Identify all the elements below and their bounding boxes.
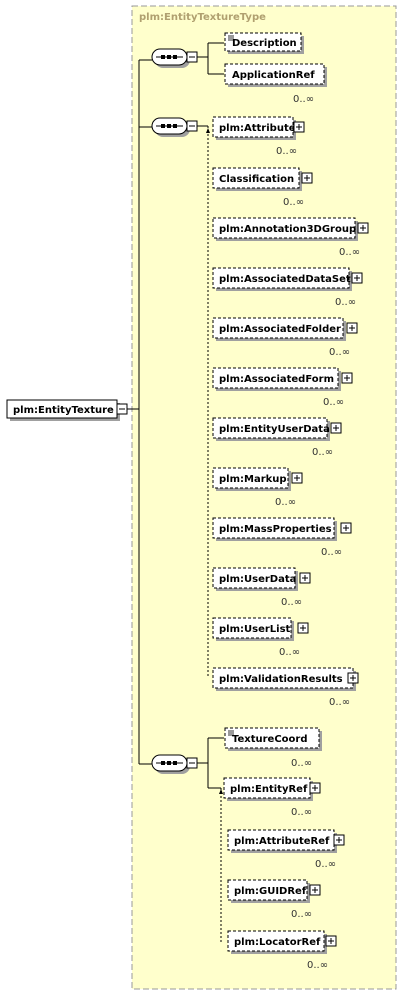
element-label: plm:UserList xyxy=(219,624,291,635)
cardinality-label: 0..∞ xyxy=(323,397,344,408)
element-label: plm:Annotation3DGroup xyxy=(219,224,356,235)
cardinality-label: 0..∞ xyxy=(339,247,360,258)
element-label: plm:EntityUserData xyxy=(219,424,330,435)
element-label: plm:Markup xyxy=(219,474,287,485)
element-label: plm:AttributeRef xyxy=(234,836,330,847)
cardinality-label: 0..∞ xyxy=(312,447,333,458)
element-validationresults[interactable]: plm:ValidationResults 0..∞ xyxy=(212,667,359,708)
cardinality-label: 0..∞ xyxy=(307,960,328,971)
cardinality-label: 0..∞ xyxy=(276,146,297,157)
element-attribute[interactable]: plm:Attribute 0..∞ xyxy=(212,116,305,157)
cardinality-label: 0..∞ xyxy=(275,497,296,508)
cardinality-label: 0..∞ xyxy=(291,909,312,920)
element-label: plm:MassProperties xyxy=(219,524,332,535)
cardinality-label: 0..∞ xyxy=(291,758,312,769)
element-label: ApplicationRef xyxy=(232,70,315,81)
element-entityref[interactable]: plm:EntityRef 0..∞ xyxy=(223,777,321,818)
element-label: plm:AssociatedForm xyxy=(219,374,334,385)
element-label: Description xyxy=(232,38,297,49)
element-description[interactable]: Description xyxy=(224,32,304,54)
documentation-icon xyxy=(228,730,234,736)
cardinality-label: 0..∞ xyxy=(293,94,314,105)
element-guidref[interactable]: plm:GUIDRef 0..∞ xyxy=(227,879,321,920)
sequence-compositor-1[interactable] xyxy=(151,48,198,68)
documentation-icon xyxy=(228,35,234,41)
element-attributeref[interactable]: plm:AttributeRef 0..∞ xyxy=(227,829,345,870)
cardinality-label: 0..∞ xyxy=(329,347,350,358)
root-element[interactable]: plm:EntityTexture xyxy=(6,399,128,421)
element-label: plm:ValidationResults xyxy=(219,674,343,685)
element-massproperties[interactable]: plm:MassProperties 0..∞ xyxy=(212,517,352,558)
sequence-compositor-2[interactable] xyxy=(151,117,198,137)
element-markup[interactable]: plm:Markup 0..∞ xyxy=(212,467,303,508)
element-label: Classification xyxy=(219,174,294,185)
cardinality-label: 0..∞ xyxy=(279,647,300,658)
type-label: plm:EntityTextureType xyxy=(139,12,266,23)
cardinality-label: 0..∞ xyxy=(283,197,304,208)
element-label: plm:GUIDRef xyxy=(234,886,307,897)
element-label: plm:UserData xyxy=(219,574,296,585)
element-associateddataset[interactable]: plm:AssociatedDataSet 0..∞ xyxy=(212,267,363,308)
element-label: plm:AssociatedDataSet xyxy=(219,274,351,285)
cardinality-label: 0..∞ xyxy=(329,697,350,708)
cardinality-label: 0..∞ xyxy=(281,597,302,608)
element-annotation3dgroup[interactable]: plm:Annotation3DGroup 0..∞ xyxy=(212,217,369,258)
cardinality-label: 0..∞ xyxy=(335,297,356,308)
element-associatedfolder[interactable]: plm:AssociatedFolder 0..∞ xyxy=(212,317,358,358)
element-userlist[interactable]: plm:UserList 0..∞ xyxy=(212,617,309,658)
cardinality-label: 0..∞ xyxy=(291,807,312,818)
element-userdata[interactable]: plm:UserData 0..∞ xyxy=(212,567,311,608)
element-texturecoord[interactable]: TextureCoord 0..∞ xyxy=(224,727,322,769)
cardinality-label: 0..∞ xyxy=(315,859,336,870)
element-label: plm:AssociatedFolder xyxy=(219,324,341,335)
element-associatedform[interactable]: plm:AssociatedForm 0..∞ xyxy=(212,367,353,408)
element-label: TextureCoord xyxy=(232,734,308,745)
element-entityuserdata[interactable]: plm:EntityUserData 0..∞ xyxy=(212,417,342,458)
element-label: plm:Attribute xyxy=(219,123,296,134)
element-label: plm:EntityRef xyxy=(230,784,308,795)
element-label: plm:LocatorRef xyxy=(234,937,321,948)
element-classification[interactable]: Classification 0..∞ xyxy=(212,167,313,208)
element-applicationref[interactable]: ApplicationRef 0..∞ xyxy=(224,63,327,105)
sequence-compositor-3[interactable] xyxy=(151,754,198,774)
cardinality-label: 0..∞ xyxy=(321,547,342,558)
element-locatorref[interactable]: plm:LocatorRef 0..∞ xyxy=(227,930,337,971)
root-element-label: plm:EntityTexture xyxy=(13,405,114,416)
